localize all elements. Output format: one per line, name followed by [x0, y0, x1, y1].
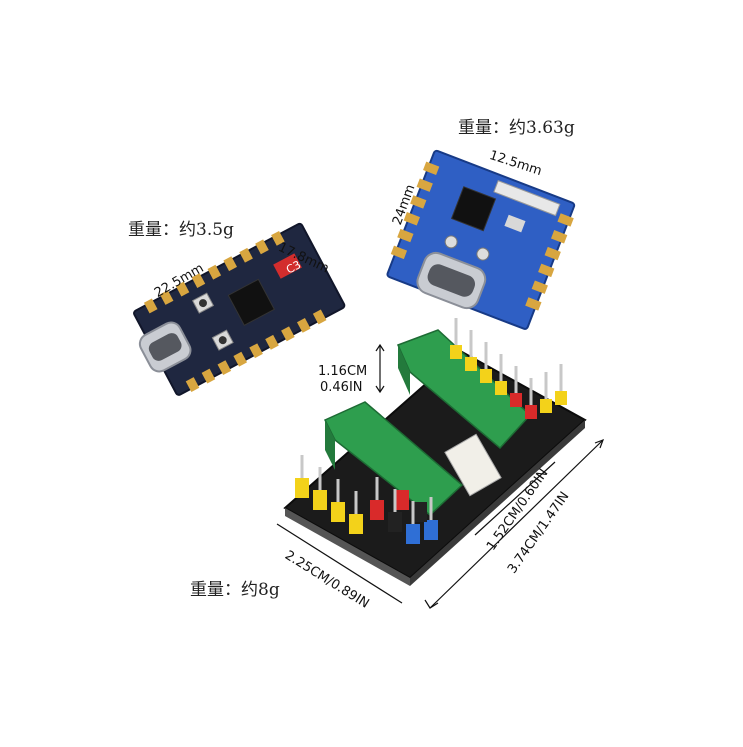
right-board-right-pads [525, 213, 574, 311]
left-board-bottom-pads [185, 309, 327, 392]
left-board-top-pads [143, 230, 285, 314]
right-board-left-pads [390, 161, 440, 260]
left-mcu-chip [227, 278, 275, 326]
shield-back-pin-row [450, 318, 567, 419]
right-board [386, 149, 576, 330]
right-board-weight: 重量：约3.63g [458, 118, 575, 138]
dimension-lines [276, 343, 605, 609]
shield-front-header [323, 401, 464, 516]
left-board [133, 222, 346, 396]
shield-header-height-in: 0.46IN [320, 380, 363, 395]
right-antenna [493, 180, 561, 217]
shield-front-pin-rows [295, 455, 438, 544]
shield-jst-connector [444, 433, 502, 497]
shield-weight: 重量：约8g [190, 580, 280, 600]
left-c3-badge [273, 253, 302, 279]
left-board-weight: 重量：约3.5g [128, 220, 234, 240]
right-mcu-chip [450, 186, 497, 232]
shield-header-height-cm: 1.16CM [318, 364, 368, 379]
shield-board [283, 318, 587, 586]
